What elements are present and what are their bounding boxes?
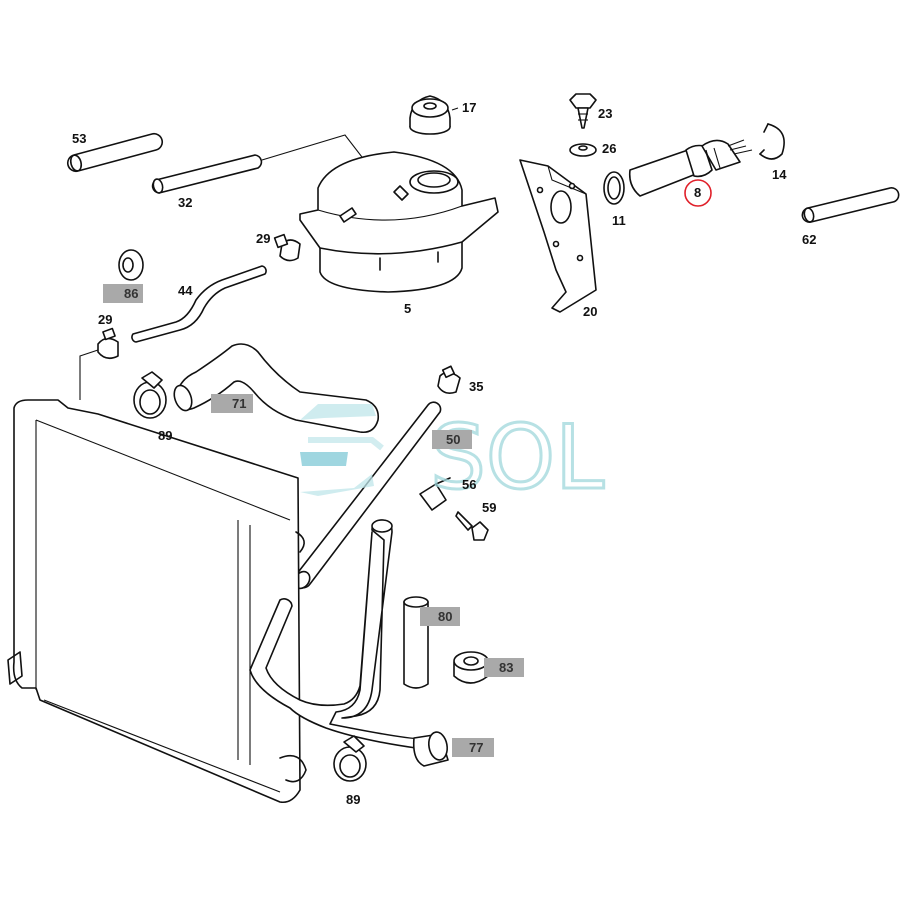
gasket-11 bbox=[603, 171, 625, 205]
label-11: 11 bbox=[612, 213, 626, 228]
label-17: 17 bbox=[462, 100, 476, 115]
highlight-80 bbox=[420, 607, 460, 626]
label-29-lower: 29 bbox=[98, 312, 112, 327]
hose-44 bbox=[131, 265, 267, 343]
label-44: 44 bbox=[178, 283, 193, 298]
screw-59 bbox=[455, 511, 489, 541]
label-26: 26 bbox=[602, 141, 616, 156]
label-14: 14 bbox=[772, 167, 787, 182]
clamp-29-lower bbox=[79, 327, 119, 400]
bracket-20 bbox=[519, 159, 597, 313]
cap-17 bbox=[409, 95, 459, 135]
label-62: 62 bbox=[802, 232, 816, 247]
circlip-14 bbox=[759, 123, 785, 160]
highlight-77 bbox=[452, 738, 494, 757]
clamp-35 bbox=[437, 365, 461, 394]
hose-62 bbox=[801, 187, 900, 223]
radiator bbox=[7, 399, 308, 804]
label-53: 53 bbox=[72, 131, 86, 146]
watermark-text: SOL bbox=[430, 406, 604, 509]
label-71: 71 bbox=[232, 396, 246, 411]
callout-circle bbox=[684, 179, 712, 207]
label-80: 80 bbox=[438, 609, 452, 624]
highlight-86 bbox=[103, 284, 143, 303]
label-89-upper: 89 bbox=[158, 428, 172, 443]
cap-77 bbox=[412, 731, 449, 767]
highlight-83 bbox=[484, 658, 524, 677]
label-29-upper: 29 bbox=[256, 231, 270, 246]
highlight-50 bbox=[432, 430, 472, 449]
label-83: 83 bbox=[499, 660, 513, 675]
ring-83 bbox=[453, 651, 489, 684]
clip-56 bbox=[419, 477, 451, 511]
clamp-89-lower bbox=[333, 735, 367, 782]
grommet-86 bbox=[118, 249, 144, 281]
clamp-89-upper bbox=[133, 371, 167, 419]
label-23: 23 bbox=[598, 106, 612, 121]
sensor-8 bbox=[628, 139, 753, 197]
bolt-23 bbox=[569, 93, 597, 129]
label-89-lower: 89 bbox=[346, 792, 360, 807]
label-20: 20 bbox=[583, 304, 597, 319]
label-35: 35 bbox=[469, 379, 483, 394]
label-77: 77 bbox=[469, 740, 483, 755]
clamp-29-upper bbox=[273, 233, 301, 262]
label-59: 59 bbox=[482, 500, 496, 515]
label-56: 56 bbox=[462, 477, 476, 492]
label-8: 8 bbox=[694, 185, 701, 200]
sol-watermark: SOL bbox=[300, 404, 606, 511]
washer-26 bbox=[569, 143, 597, 157]
hose-53 bbox=[66, 132, 164, 173]
label-5: 5 bbox=[404, 301, 411, 316]
highlight-71 bbox=[211, 394, 253, 413]
label-50: 50 bbox=[446, 432, 460, 447]
expansion-tank-5 bbox=[299, 151, 499, 293]
hose-71 bbox=[173, 343, 380, 434]
lower-hose-pipe bbox=[249, 519, 425, 749]
label-86: 86 bbox=[124, 286, 138, 301]
label-32: 32 bbox=[178, 195, 192, 210]
